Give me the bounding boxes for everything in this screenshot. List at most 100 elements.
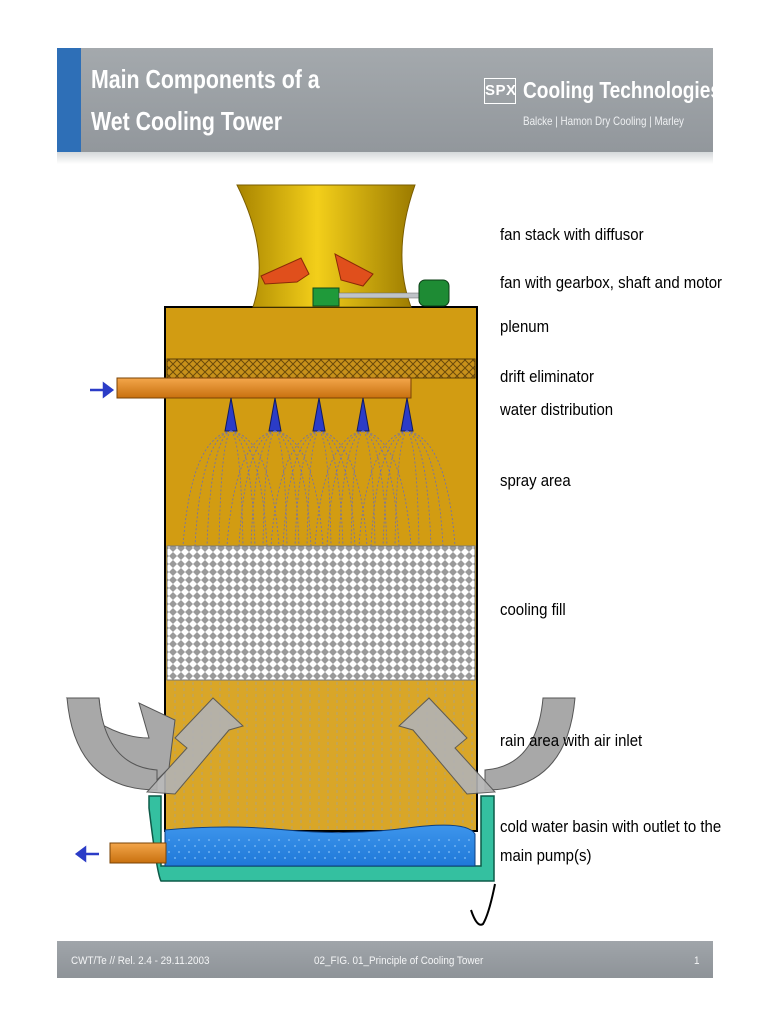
water-dot bbox=[438, 839, 440, 841]
water-dot bbox=[198, 851, 200, 853]
water-dot bbox=[384, 845, 386, 847]
slide: Main Components of a Wet Cooling Tower S… bbox=[57, 48, 721, 978]
water-dot bbox=[248, 839, 250, 841]
water-dot bbox=[324, 857, 326, 859]
spray-arc bbox=[274, 430, 312, 547]
spray-arc bbox=[194, 430, 232, 547]
water-dot bbox=[214, 845, 216, 847]
water-dot bbox=[344, 845, 346, 847]
spray-arc bbox=[370, 430, 408, 547]
water-dot bbox=[208, 839, 210, 841]
spray-arc bbox=[206, 430, 232, 547]
water-dot bbox=[178, 839, 180, 841]
water-dot bbox=[424, 845, 426, 847]
water-dot bbox=[328, 851, 330, 853]
water-dot bbox=[264, 845, 266, 847]
water-dot bbox=[214, 857, 216, 859]
water-dot bbox=[258, 851, 260, 853]
water-dot bbox=[398, 851, 400, 853]
spray-arc bbox=[250, 430, 276, 547]
water-dot bbox=[278, 851, 280, 853]
water-dot bbox=[258, 839, 260, 841]
spray-arc bbox=[182, 430, 232, 547]
water-dot bbox=[188, 839, 190, 841]
water-dot bbox=[228, 839, 230, 841]
spray-arc bbox=[394, 430, 408, 547]
water-dot bbox=[378, 839, 380, 841]
water-dot bbox=[298, 839, 300, 841]
water-dot bbox=[458, 851, 460, 853]
label-cooling-fill: cooling fill bbox=[500, 600, 566, 619]
brand-subtitle: Balcke | Hamon Dry Cooling | Marley bbox=[523, 114, 684, 128]
basin-water bbox=[164, 824, 476, 867]
slide-title-line-1: Main Components of a bbox=[91, 64, 320, 94]
water-dot bbox=[388, 851, 390, 853]
water-dot bbox=[374, 845, 376, 847]
water-dot bbox=[224, 845, 226, 847]
water-dot bbox=[198, 839, 200, 841]
water-dot bbox=[408, 851, 410, 853]
label-spray-area: spray area bbox=[500, 471, 571, 490]
water-dot bbox=[428, 839, 430, 841]
spray-arc bbox=[230, 430, 268, 547]
label-plenum: plenum bbox=[500, 317, 550, 336]
water-dot bbox=[288, 851, 290, 853]
left-air-up-arrow bbox=[145, 697, 244, 795]
water-dot bbox=[394, 845, 396, 847]
spray-arc bbox=[382, 430, 408, 547]
water-dot bbox=[444, 857, 446, 859]
spray-arc bbox=[318, 430, 332, 547]
water-dot bbox=[414, 845, 416, 847]
header-bar bbox=[57, 48, 713, 152]
water-dot bbox=[384, 857, 386, 859]
water-dot bbox=[364, 845, 366, 847]
label-basin-continued: main pump(s) bbox=[500, 846, 592, 865]
spray-arc bbox=[338, 430, 364, 547]
water-dot bbox=[274, 857, 276, 859]
spray-arc bbox=[226, 430, 276, 547]
spray-arc bbox=[406, 430, 432, 547]
water-dot bbox=[444, 845, 446, 847]
spray-arc bbox=[406, 430, 456, 547]
water-dot bbox=[424, 857, 426, 859]
water-dot bbox=[368, 851, 370, 853]
gearbox bbox=[312, 287, 340, 307]
water-dot bbox=[304, 857, 306, 859]
water-dot bbox=[434, 857, 436, 859]
spray-arc bbox=[318, 430, 344, 547]
water-dot bbox=[188, 851, 190, 853]
water-dot bbox=[278, 839, 280, 841]
water-dot bbox=[184, 845, 186, 847]
cooling-fill bbox=[166, 545, 476, 681]
water-dot bbox=[404, 857, 406, 859]
water-dot bbox=[354, 845, 356, 847]
water-dot bbox=[238, 851, 240, 853]
water-dot bbox=[264, 857, 266, 859]
water-dot bbox=[454, 845, 456, 847]
outlet-pipe bbox=[109, 842, 167, 864]
basin-frame bbox=[148, 795, 495, 882]
water-dot bbox=[284, 845, 286, 847]
label-basin: cold water basin with outlet to the bbox=[500, 817, 722, 836]
fan-blade-left bbox=[260, 257, 310, 285]
water-dots bbox=[168, 839, 470, 859]
header-accent-stripe bbox=[57, 48, 81, 152]
water-dot bbox=[368, 839, 370, 841]
water-dot bbox=[224, 857, 226, 859]
spray-arc bbox=[218, 430, 232, 547]
spray-arc bbox=[362, 430, 376, 547]
spray-arc bbox=[230, 430, 256, 547]
fan-blade-right bbox=[334, 253, 374, 287]
water-dot bbox=[418, 851, 420, 853]
water-dot bbox=[248, 851, 250, 853]
label-fan-stack: fan stack with diffusor bbox=[500, 225, 644, 244]
water-dot bbox=[204, 857, 206, 859]
water-dot bbox=[174, 857, 176, 859]
footer-bar bbox=[57, 941, 713, 978]
water-dot bbox=[364, 857, 366, 859]
water-dot bbox=[228, 851, 230, 853]
water-dot bbox=[344, 857, 346, 859]
water-dot bbox=[324, 845, 326, 847]
water-dot bbox=[294, 845, 296, 847]
water-dot bbox=[288, 839, 290, 841]
